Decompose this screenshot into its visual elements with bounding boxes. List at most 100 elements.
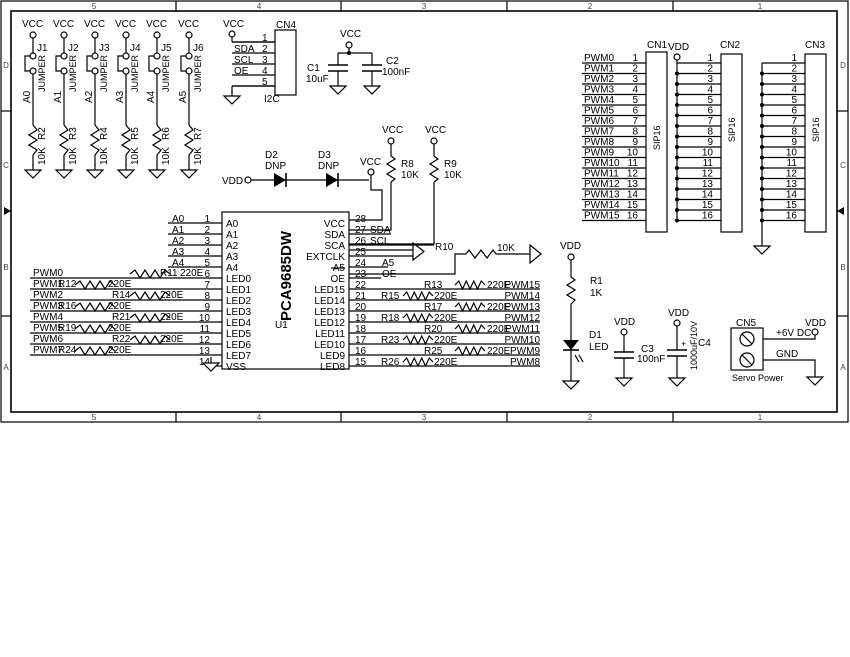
jumper-pin-icon[interactable] bbox=[29, 67, 37, 75]
resistor-icon bbox=[74, 323, 116, 335]
c4-ref: C4 bbox=[698, 338, 711, 349]
resistor-ref: R17 bbox=[424, 302, 443, 313]
jumper-pin-icon[interactable] bbox=[185, 67, 193, 75]
led-d1-icon bbox=[563, 340, 579, 350]
resistor-icon bbox=[454, 323, 486, 335]
jumper-pin-icon[interactable] bbox=[60, 52, 68, 60]
jumper-shunt-icon[interactable] bbox=[180, 55, 186, 72]
row-label: C bbox=[840, 161, 846, 170]
pin-number: 3 bbox=[632, 74, 638, 85]
supply-label: VCC bbox=[223, 19, 244, 30]
d2-value: DNP bbox=[265, 161, 286, 172]
resistor-ref: R18 bbox=[381, 313, 400, 324]
jumper-pin-icon[interactable] bbox=[185, 52, 193, 60]
pin-number: 7 bbox=[791, 116, 797, 127]
u1-body bbox=[221, 211, 350, 370]
pin-name: A4 bbox=[226, 263, 239, 274]
resistor-value: 10K bbox=[99, 147, 110, 165]
pwm-net: PWM6 bbox=[33, 334, 63, 345]
resistor-ref: R20 bbox=[424, 324, 443, 335]
pin-number: 3 bbox=[707, 74, 713, 85]
drawing-frame: 5 4 3 2 1 5 4 3 2 1 D C B A D C B A bbox=[0, 0, 849, 423]
jumper-pin-icon[interactable] bbox=[60, 67, 68, 75]
pin-net: SDA bbox=[234, 44, 255, 55]
jumper-pin-icon[interactable] bbox=[153, 52, 161, 60]
pin-number: 13 bbox=[627, 179, 639, 190]
jumper-shunt-icon[interactable] bbox=[117, 55, 123, 72]
pwm-net: PWM3 bbox=[33, 301, 63, 312]
resistor-ref: R7 bbox=[193, 127, 204, 140]
pin-number: 9 bbox=[707, 137, 713, 148]
pin-net: SDA bbox=[370, 225, 391, 236]
cn2-type: SIP16 bbox=[727, 117, 737, 142]
cn2-supply: VDD bbox=[668, 42, 689, 53]
jumper-shunt-icon[interactable] bbox=[55, 55, 61, 72]
resistor-value: 220E bbox=[160, 334, 184, 345]
ground-icon bbox=[223, 89, 241, 105]
column-label: 3 bbox=[422, 2, 427, 11]
cn5-label: Servo Power bbox=[732, 373, 784, 383]
jumper-pin-icon[interactable] bbox=[122, 52, 130, 60]
vcc-power-icon bbox=[185, 31, 193, 39]
jumper-shunt-icon[interactable] bbox=[86, 55, 92, 72]
pwm-net: PWM14 bbox=[504, 291, 540, 302]
pin-number: 15 bbox=[702, 200, 714, 211]
pin-number: 15 bbox=[786, 200, 798, 211]
resistor-ref: R13 bbox=[424, 280, 443, 291]
resistor-ref: R3 bbox=[68, 127, 79, 140]
pwm-net: PWM9 bbox=[510, 346, 540, 357]
pin-net: A3 bbox=[172, 247, 185, 258]
pin-number: 12 bbox=[786, 169, 798, 180]
pin-name: A3 bbox=[226, 252, 239, 263]
resistor-value: 10K bbox=[130, 147, 141, 165]
ground-icon bbox=[363, 79, 381, 95]
vdd-power-icon bbox=[673, 53, 681, 61]
pwm-net: PWM5 bbox=[33, 323, 63, 334]
pin-number: 5 bbox=[791, 95, 797, 106]
jumper-ref: J1 bbox=[37, 43, 48, 54]
pin-number: 14 bbox=[627, 190, 639, 201]
pin-number: 4 bbox=[632, 85, 638, 96]
resistor-ref: R22 bbox=[112, 334, 131, 345]
pin-number: 8 bbox=[707, 127, 713, 138]
jumper-pin-icon[interactable] bbox=[29, 52, 37, 60]
jumper-pin-icon[interactable] bbox=[122, 67, 130, 75]
r9-supply: VCC bbox=[425, 125, 446, 136]
vcc-power-icon bbox=[122, 31, 130, 39]
jumper-shunt-icon[interactable] bbox=[148, 55, 154, 72]
cn4-ref: CN4 bbox=[276, 20, 296, 31]
pwm-net: PWM13 bbox=[504, 302, 540, 313]
u1-ref: U1 bbox=[275, 320, 288, 331]
resistor-icon bbox=[27, 124, 39, 156]
jumper-pin-icon[interactable] bbox=[91, 67, 99, 75]
resistor-ref: R23 bbox=[381, 335, 400, 346]
pin-number: 18 bbox=[355, 324, 367, 335]
pin-name: LED4 bbox=[226, 318, 251, 329]
row-label: D bbox=[840, 61, 846, 70]
pin-net: SCL bbox=[370, 236, 390, 247]
pin-name: A0 bbox=[226, 219, 239, 230]
diode-d3-icon bbox=[326, 173, 338, 187]
resistor-ref: R5 bbox=[130, 127, 141, 140]
pin-number: 26 bbox=[355, 236, 367, 247]
r8-value: 10K bbox=[401, 170, 419, 181]
row-label: D bbox=[3, 61, 9, 70]
pin-number: 25 bbox=[355, 247, 367, 258]
jumper-pin-icon[interactable] bbox=[91, 52, 99, 60]
row-label: B bbox=[3, 263, 8, 272]
jumper-pin-icon[interactable] bbox=[153, 67, 161, 75]
pwm-net: PWM13 bbox=[584, 190, 620, 201]
cn3-body bbox=[804, 53, 827, 233]
resistor-ref: R16 bbox=[58, 301, 77, 312]
pin-name: LED9 bbox=[320, 351, 345, 362]
pwm-net: PWM12 bbox=[584, 179, 620, 190]
c1-ref: C1 bbox=[307, 63, 320, 74]
pwm-net: PWM5 bbox=[584, 106, 614, 117]
pwm-net: PWM2 bbox=[584, 74, 614, 85]
pin-number: 16 bbox=[355, 346, 367, 357]
jumper-shunt-icon[interactable] bbox=[24, 55, 30, 72]
